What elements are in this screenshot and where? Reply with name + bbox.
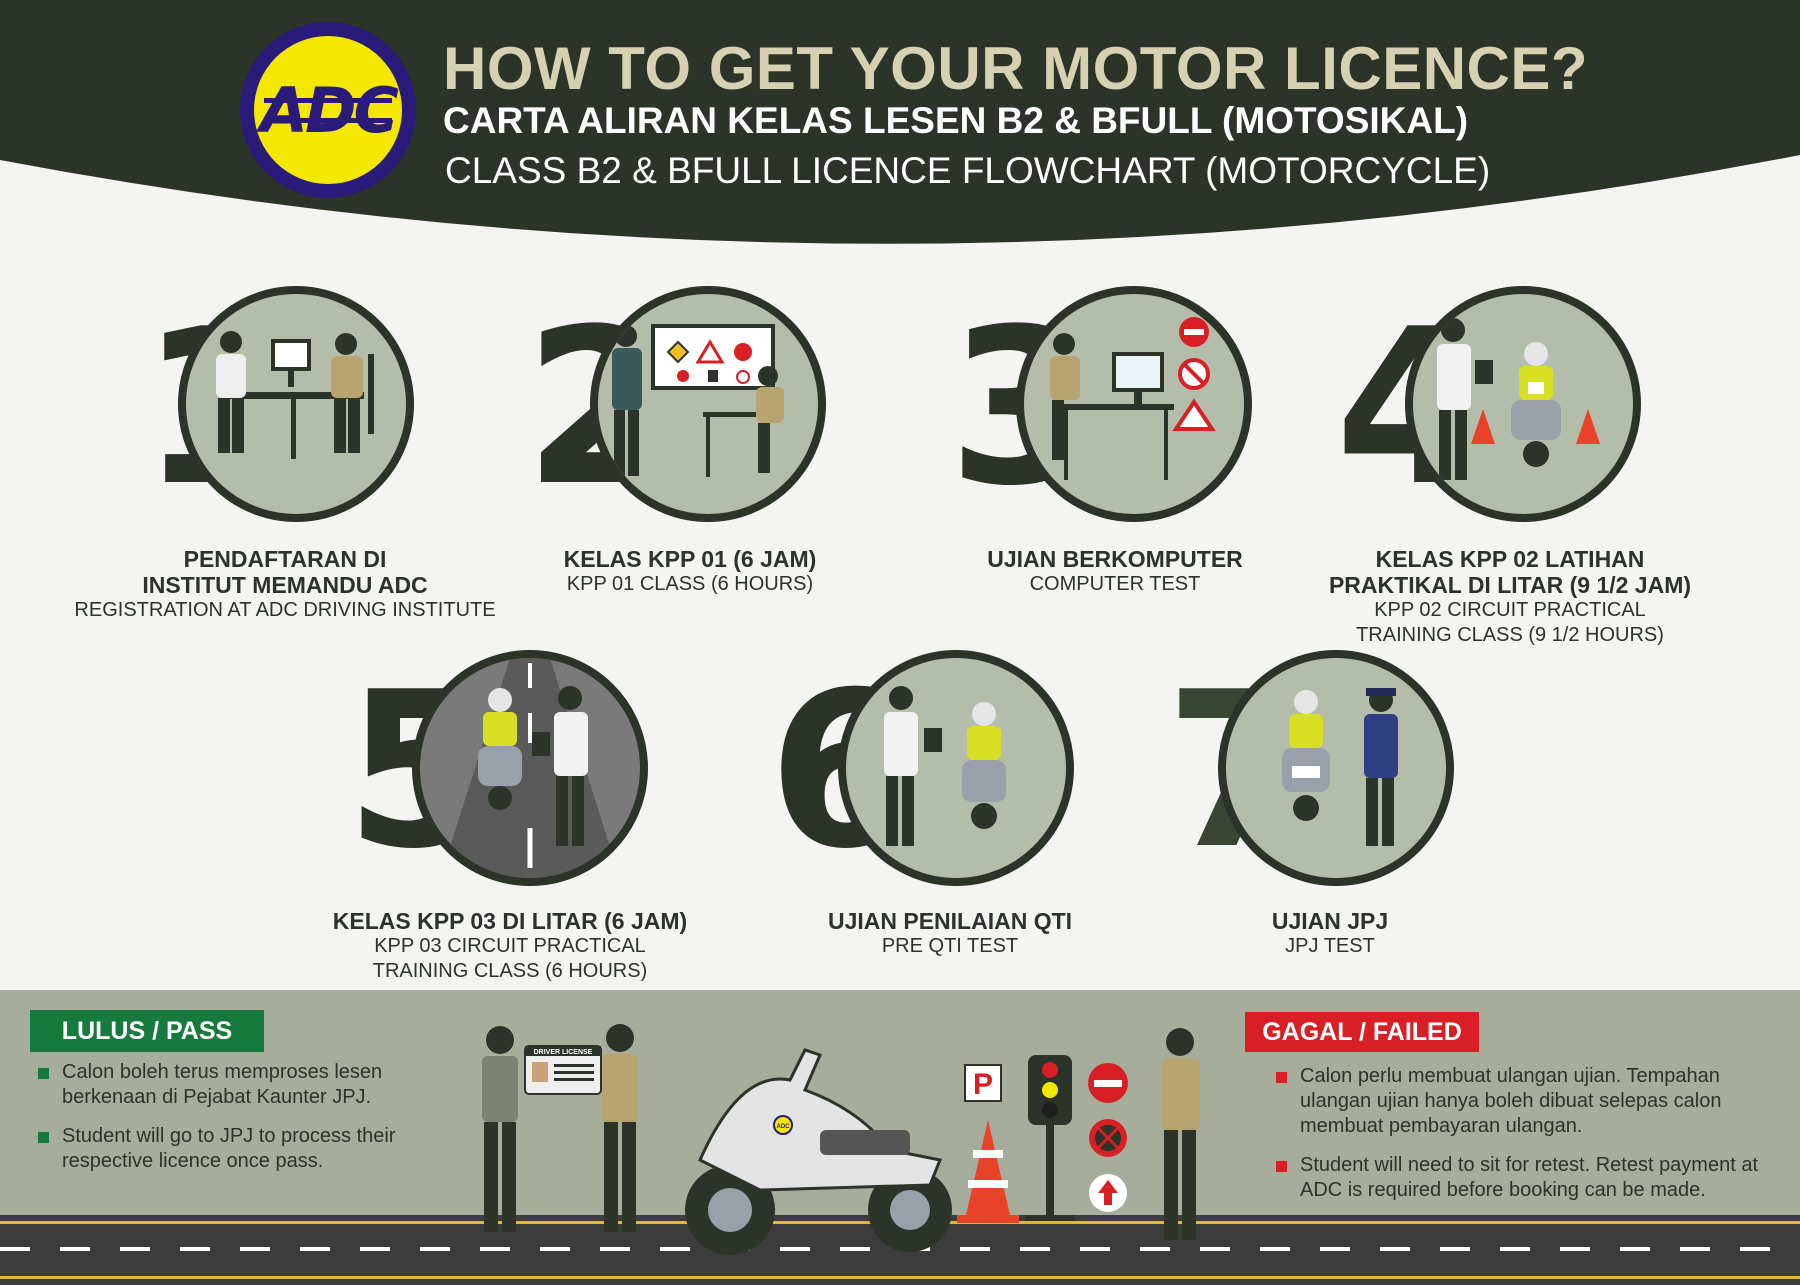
fail-badge: GAGAL / FAILED bbox=[1245, 1012, 1479, 1052]
step-label: PENDAFTARAN DI INSTITUT MEMANDU ADC REGI… bbox=[40, 546, 530, 623]
step-desc-line: TRAINING CLASS (6 HOURS) bbox=[372, 960, 648, 982]
step-desc-line: PRE QTI TEST bbox=[881, 935, 1019, 957]
step-illustration-qti-test bbox=[838, 650, 1074, 886]
step-illustration-road-training bbox=[412, 650, 648, 886]
adc-logo: ADC bbox=[240, 22, 416, 198]
fail-item-text: Student will need to sit for retest. Ret… bbox=[1300, 1154, 1759, 1201]
step-label: UJIAN JPJ JPJ TEST bbox=[1150, 908, 1510, 959]
driver-license-card-icon: DRIVER LICENSE bbox=[524, 1045, 602, 1095]
step-illustration-classroom bbox=[590, 286, 826, 522]
step-title-line: KELAS KPP 02 LATIHAN bbox=[1375, 546, 1645, 572]
step-title-line: UJIAN PENILAIAN QTI bbox=[827, 908, 1073, 934]
step-label: KELAS KPP 03 DI LITAR (6 JAM) KPP 03 CIR… bbox=[310, 908, 710, 984]
red-bullet-icon bbox=[1276, 1072, 1287, 1083]
step-title-line: INSTITUT MEMANDU ADC bbox=[142, 572, 428, 598]
header-banner bbox=[0, 0, 1800, 244]
green-bullet-icon bbox=[38, 1132, 49, 1143]
step-desc-line: REGISTRATION AT ADC DRIVING INSTITUTE bbox=[74, 599, 496, 621]
red-bullet-icon bbox=[1276, 1161, 1287, 1172]
pass-list: Calon boleh terus memproses lesen berken… bbox=[30, 1060, 430, 1188]
step-illustration-registration bbox=[178, 286, 414, 522]
traffic-light-icon bbox=[1025, 1055, 1075, 1221]
step-label: KELAS KPP 02 LATIHAN PRAKTIKAL DI LITAR … bbox=[1300, 546, 1720, 648]
step-illustration-circuit-training bbox=[1405, 286, 1641, 522]
bottom-illustration: DRIVER LICENSE ADC P bbox=[482, 1024, 1200, 1255]
motorcycle-badge-text: ADC bbox=[777, 1124, 791, 1130]
step-desc-line: KPP 01 CLASS (6 HOURS) bbox=[566, 573, 814, 595]
step-title-line: KELAS KPP 01 (6 JAM) bbox=[563, 546, 817, 572]
pass-item-text: Student will go to JPJ to process their … bbox=[62, 1125, 396, 1172]
pass-badge: LULUS / PASS bbox=[30, 1010, 264, 1052]
parking-sign-text: P bbox=[973, 1068, 993, 1101]
step-desc-line: KPP 03 CIRCUIT PRACTICAL bbox=[374, 935, 646, 957]
step-desc-line: JPJ TEST bbox=[1285, 935, 1375, 957]
list-item: Calon boleh terus memproses lesen berken… bbox=[30, 1060, 430, 1110]
step-label: UJIAN BERKOMPUTER COMPUTER TEST bbox=[935, 546, 1295, 597]
pass-item-text: Calon boleh terus memproses lesen berken… bbox=[62, 1061, 383, 1108]
step-title-line: PENDAFTARAN DI bbox=[183, 546, 387, 572]
logo-text: ADC bbox=[260, 73, 399, 147]
list-item: Calon perlu membuat ulangan ujian. Tempa… bbox=[1268, 1064, 1778, 1139]
step-title-line: UJIAN BERKOMPUTER bbox=[987, 546, 1243, 572]
step-desc-line: COMPUTER TEST bbox=[1029, 573, 1201, 595]
step-desc-line: TRAINING CLASS (9 1/2 HOURS) bbox=[1356, 624, 1664, 646]
fail-item-text: Calon perlu membuat ulangan ujian. Tempa… bbox=[1300, 1065, 1722, 1137]
traffic-cone-icon bbox=[957, 1120, 1019, 1223]
license-card-title: DRIVER LICENSE bbox=[534, 1049, 593, 1056]
list-item: Student will go to JPJ to process their … bbox=[30, 1124, 430, 1174]
step-title-line: KELAS KPP 03 DI LITAR (6 JAM) bbox=[332, 908, 688, 934]
person-right-icon bbox=[602, 1024, 638, 1232]
motorcycle-icon: ADC bbox=[685, 1048, 952, 1255]
subtitle-malay: CARTA ALIRAN KELAS LESEN B2 & BFULL (MOT… bbox=[443, 100, 1469, 141]
subtitle-english: CLASS B2 & BFULL LICENCE FLOWCHART (MOTO… bbox=[445, 150, 1491, 191]
road-edge-line bbox=[0, 1276, 1800, 1279]
step-label: KELAS KPP 01 (6 JAM) KPP 01 CLASS (6 HOU… bbox=[510, 546, 870, 597]
page-title: HOW TO GET YOUR MOTOR LICENCE? bbox=[443, 35, 1589, 102]
parking-sign-icon: P bbox=[964, 1064, 1002, 1102]
person-left-icon bbox=[482, 1026, 518, 1232]
step-title-line: PRAKTIKAL DI LITAR (9 1/2 JAM) bbox=[1328, 572, 1692, 598]
step-title-line: UJIAN JPJ bbox=[1271, 908, 1389, 934]
step-desc-line: KPP 02 CIRCUIT PRACTICAL bbox=[1374, 599, 1646, 621]
step-illustration-computer-test bbox=[1016, 286, 1252, 522]
person-worried-icon bbox=[1162, 1028, 1200, 1240]
step-label: UJIAN PENILAIAN QTI PRE QTI TEST bbox=[770, 908, 1130, 959]
list-item: Student will need to sit for retest. Ret… bbox=[1268, 1153, 1778, 1203]
green-bullet-icon bbox=[38, 1068, 49, 1079]
fail-list: Calon perlu membuat ulangan ujian. Tempa… bbox=[1268, 1064, 1778, 1217]
step-illustration-jpj-test bbox=[1218, 650, 1454, 886]
